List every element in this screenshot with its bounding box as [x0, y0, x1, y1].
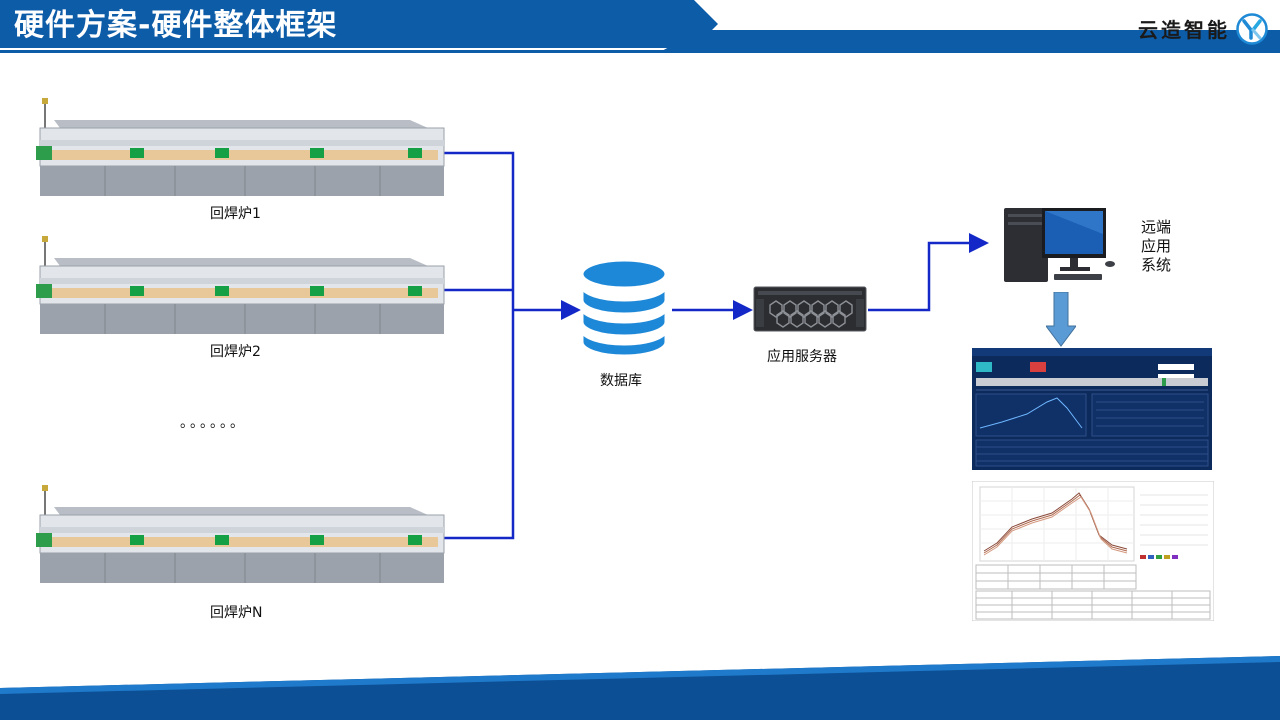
oven-n-label: 回焊炉N [210, 605, 263, 621]
brand-logo-icon [1236, 13, 1268, 45]
more-ovens-ellipsis: 。。。。。。 [180, 415, 247, 431]
header-graphics [0, 0, 1280, 53]
monitoring-dashboard-thumbnail [972, 348, 1212, 470]
title-bar-background [0, 0, 718, 48]
reflow-oven-2-image [36, 236, 445, 334]
footer-band [0, 656, 1280, 720]
temperature-profile-report-thumbnail [972, 481, 1214, 621]
reflow-oven-n-image [36, 485, 445, 583]
remote-label-line-2: 应用 [1141, 237, 1172, 255]
database-icon [580, 258, 668, 358]
header-divider [0, 50, 1280, 53]
down-arrow-icon [1046, 292, 1076, 347]
remote-label-line-1: 远端 [1141, 218, 1172, 236]
server-label: 应用服务器 [767, 349, 837, 365]
remote-system-label: 远端 应用 系统 [1141, 218, 1181, 275]
brand-logo-text: 云造智能 [1138, 18, 1230, 42]
oven-2-label: 回焊炉2 [210, 344, 261, 360]
connector-ovenN [444, 310, 515, 540]
desktop-computer-icon [1004, 208, 1115, 282]
title-bar-accent [660, 30, 1280, 52]
reflow-oven-1-image [36, 98, 445, 196]
database-label: 数据库 [600, 373, 642, 389]
remote-label-line-3: 系统 [1141, 256, 1172, 274]
connector-to-remote [868, 233, 989, 312]
oven-1-label: 回焊炉1 [210, 206, 261, 222]
server-icon [753, 286, 867, 332]
connector-oven1 [444, 151, 515, 310]
slide-title: 硬件方案-硬件整体框架 [14, 8, 338, 43]
